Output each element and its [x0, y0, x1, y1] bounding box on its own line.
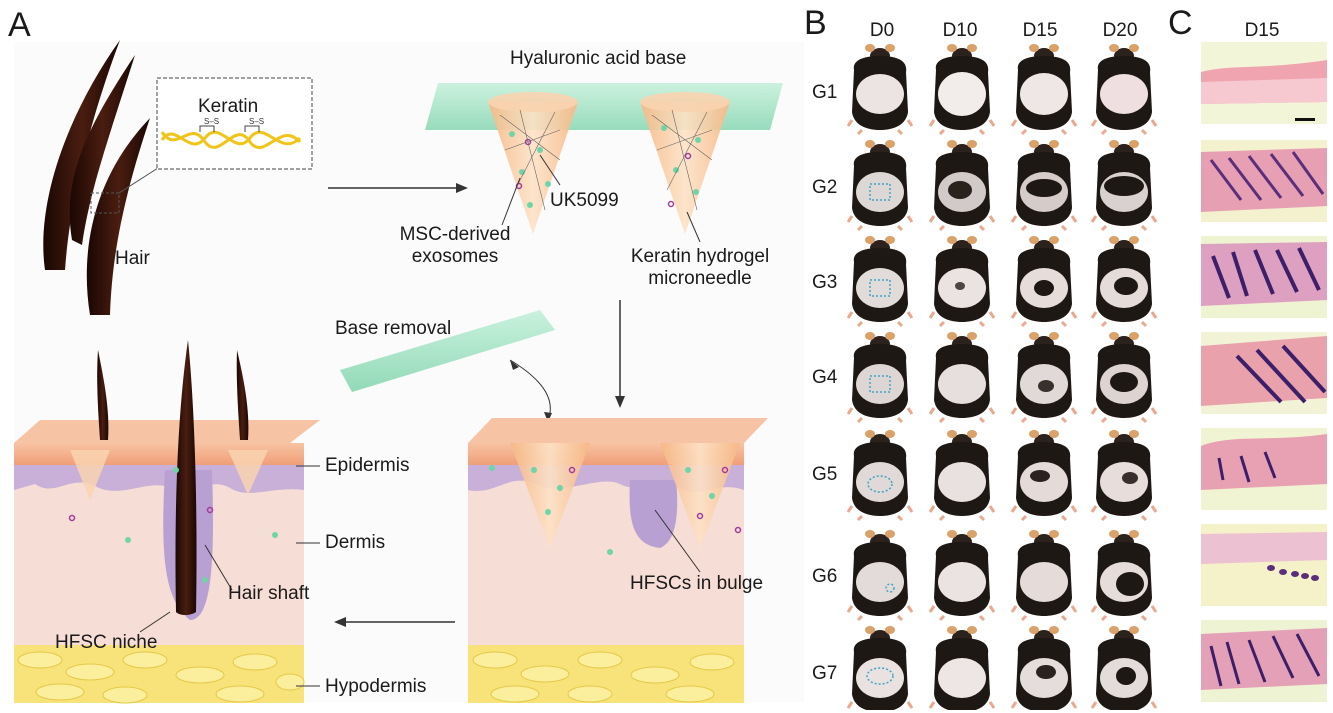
histology-g5	[1201, 428, 1327, 510]
base-removal-label: Base removal	[335, 318, 452, 339]
mouse-row-g3	[846, 234, 1158, 328]
panel-label-b: B	[804, 4, 827, 42]
hypodermis-label: Hypodermis	[325, 676, 427, 697]
mouse-row-g7	[846, 624, 1158, 710]
skin-block-left	[14, 340, 320, 704]
keratin-helix	[160, 130, 302, 150]
arrow-down	[615, 300, 625, 408]
hair-shaft-label: Hair shaft	[228, 583, 310, 604]
removed-base	[340, 310, 555, 392]
panel-label-a: A	[8, 6, 31, 44]
arrow-left	[334, 617, 455, 627]
panel-label-c: C	[1168, 4, 1193, 42]
row-header-g1: G1	[812, 82, 838, 103]
row-header-g7: G7	[812, 663, 838, 684]
histology-g4	[1201, 332, 1327, 414]
mouse-row-g4	[846, 330, 1158, 424]
microneedle-label-line1: Keratin hydrogel	[630, 246, 770, 267]
mouse-row-g6	[846, 528, 1158, 622]
mouse-photo-grid	[846, 42, 1158, 710]
epidermis-label: Epidermis	[325, 455, 410, 476]
dermis-label: Dermis	[325, 532, 386, 553]
hfscs-in-bulge-label: HFSCs in bulge	[630, 573, 764, 594]
row-header-g4: G4	[812, 367, 838, 388]
mouse-row-g2	[846, 138, 1158, 232]
hyaluronic-acid-base-label: Hyaluronic acid base	[510, 48, 687, 69]
arrow-to-microneedle	[328, 183, 468, 193]
row-header-g6: G6	[812, 566, 838, 587]
svg-text:S–S: S–S	[249, 117, 264, 126]
histology-g7	[1201, 620, 1327, 702]
column-header-d20: D20	[1102, 20, 1138, 41]
msc-exosomes-label: MSC-derived exosomes	[385, 224, 525, 268]
column-header-d10: D10	[942, 20, 978, 41]
hair-strands	[43, 40, 150, 315]
hfsc-niche-label: HFSC niche	[55, 632, 158, 653]
uk5099-label: UK5099	[550, 190, 619, 211]
msc-label-line2: exosomes	[411, 245, 499, 267]
histology-g2	[1201, 140, 1327, 222]
panel-a-schematic: S–S S–S	[14, 40, 783, 704]
hair-zoom-box	[90, 192, 120, 214]
keratin-label: Keratin	[198, 96, 259, 117]
hair-label: Hair	[115, 248, 150, 269]
histology-g1	[1201, 42, 1327, 124]
row-header-g5: G5	[812, 464, 838, 485]
keratin-microneedle-label: Keratin hydrogel microneedle	[610, 246, 790, 290]
column-header-c-d15: D15	[1244, 20, 1280, 41]
row-header-g2: G2	[812, 177, 838, 198]
column-header-d0: D0	[869, 20, 895, 41]
microneedle-label-line2: microneedle	[648, 267, 752, 289]
microneedle-patch	[425, 83, 783, 243]
svg-text:S–S: S–S	[204, 117, 219, 126]
skin-block-right	[468, 418, 768, 703]
column-header-d15: D15	[1022, 20, 1058, 41]
histology-g3	[1201, 236, 1327, 318]
msc-label-line1: MSC-derived	[399, 224, 511, 245]
row-header-g3: G3	[812, 272, 838, 293]
mouse-row-g5	[846, 428, 1158, 522]
mouse-row-g1	[846, 42, 1158, 136]
histology-g6	[1201, 524, 1327, 606]
keratin-inset-box	[156, 77, 313, 170]
